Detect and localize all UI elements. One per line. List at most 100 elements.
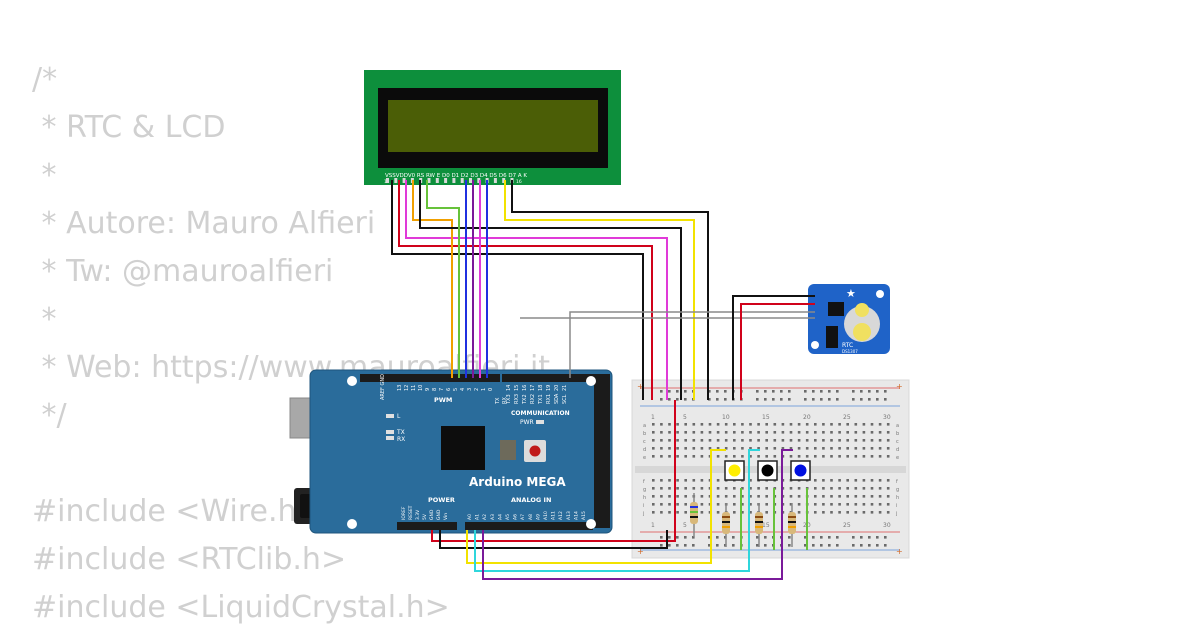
breadboard-hole bbox=[676, 423, 679, 426]
code-line: * bbox=[32, 302, 57, 337]
breadboard-hole bbox=[765, 431, 768, 434]
breadboard-rail-hole bbox=[660, 398, 663, 401]
mount-hole bbox=[586, 376, 596, 386]
row-letter: i bbox=[896, 503, 897, 509]
breadboard-hole bbox=[789, 495, 793, 498]
breadboard-hole bbox=[878, 431, 882, 434]
breadboard-hole bbox=[668, 423, 671, 426]
breadboard-rail-hole bbox=[788, 536, 791, 539]
breadboard-rail-hole bbox=[788, 390, 791, 393]
breadboard-hole bbox=[733, 447, 736, 450]
breadboard-hole bbox=[862, 431, 866, 434]
breadboard-hole bbox=[749, 495, 752, 498]
pin-label: A4 bbox=[497, 514, 503, 520]
breadboard-hole bbox=[700, 495, 704, 498]
breadboard-hole bbox=[684, 503, 687, 506]
breadboard-hole bbox=[733, 503, 736, 506]
breadboard-rail-hole bbox=[820, 536, 823, 539]
breadboard-hole bbox=[838, 455, 841, 458]
breadboard-rail-hole bbox=[860, 398, 863, 401]
pwm-label: PWM bbox=[434, 396, 452, 404]
row-letter: a bbox=[643, 423, 646, 429]
breadboard-rail-hole bbox=[836, 536, 839, 539]
pin-label: RX bbox=[502, 397, 508, 404]
breadboard-hole bbox=[716, 447, 720, 450]
breadboard-hole bbox=[838, 487, 841, 490]
breadboard-hole bbox=[830, 487, 833, 490]
pin-label: A0 bbox=[467, 514, 473, 520]
resistor-band bbox=[755, 521, 763, 523]
wire-black bbox=[391, 180, 644, 400]
pin-label: RX1 bbox=[546, 394, 552, 404]
breadboard-hole bbox=[676, 495, 679, 498]
row-letter: i bbox=[643, 503, 644, 509]
breadboard-hole bbox=[870, 447, 874, 450]
breadboard-rail-hole bbox=[884, 544, 887, 547]
breadboard-hole bbox=[870, 455, 874, 458]
breadboard-rail-hole bbox=[708, 544, 711, 547]
breadboard-rail-hole bbox=[708, 398, 711, 401]
led-pwr bbox=[536, 420, 544, 424]
breadboard-rail-hole bbox=[836, 544, 839, 547]
lcd-pin bbox=[435, 178, 439, 183]
breadboard-hole bbox=[700, 455, 704, 458]
breadboard-rail-hole bbox=[828, 544, 831, 547]
breadboard-hole bbox=[660, 447, 663, 450]
breadboard-hole bbox=[846, 423, 849, 426]
lcd-pin-first: 1 bbox=[384, 179, 387, 185]
breadboard-rail-hole bbox=[772, 398, 775, 401]
led-tx bbox=[386, 430, 394, 434]
col-number: 1 bbox=[651, 414, 655, 421]
pin-label: A8 bbox=[528, 514, 534, 520]
breadboard-rail-hole bbox=[820, 398, 823, 401]
breadboard-hole bbox=[773, 423, 777, 426]
power-header bbox=[397, 522, 457, 530]
breadboard-hole bbox=[660, 423, 663, 426]
breadboard-hole bbox=[660, 455, 663, 458]
breadboard-rail-hole bbox=[756, 536, 759, 539]
breadboard-hole bbox=[862, 455, 866, 458]
breadboard-rail-hole bbox=[668, 536, 671, 539]
breadboard-hole bbox=[830, 439, 833, 442]
breadboard-hole bbox=[692, 487, 696, 490]
breadboard-hole bbox=[789, 487, 793, 490]
pin-label: 3.3V bbox=[415, 509, 421, 520]
breadboard-hole bbox=[757, 495, 760, 498]
wire-cyan bbox=[474, 449, 760, 572]
breadboard-hole bbox=[700, 503, 704, 506]
breadboard-hole bbox=[822, 487, 825, 490]
breadboard-hole bbox=[805, 423, 809, 426]
breadboard-hole bbox=[692, 439, 696, 442]
rtc-chip bbox=[828, 302, 844, 316]
lcd-module: VSSVDDV0 RS RW E D0 D1 D2 D3 D4 D5 D6 D7… bbox=[364, 70, 621, 185]
led-l-label: L bbox=[397, 413, 401, 420]
breadboard-rail-hole bbox=[732, 536, 735, 539]
row-letter: c bbox=[896, 439, 899, 445]
breadboard-hole bbox=[846, 479, 849, 482]
breadboard-hole bbox=[886, 511, 890, 514]
breadboard-hole bbox=[822, 503, 825, 506]
breadboard-hole bbox=[862, 511, 866, 514]
pin-label: 2 bbox=[474, 388, 480, 391]
breadboard-hole bbox=[708, 439, 712, 442]
row-letter: e bbox=[896, 455, 899, 461]
lcd-pin-labels: VSSVDDV0 RS RW E D0 D1 D2 D3 D4 D5 D6 D7… bbox=[385, 173, 527, 179]
lcd-pin bbox=[386, 178, 389, 183]
breadboard-rail-hole bbox=[812, 536, 815, 539]
pin-label: 21 bbox=[562, 385, 568, 391]
breadboard-hole bbox=[716, 495, 720, 498]
breadboard-hole bbox=[822, 439, 825, 442]
breadboard-hole bbox=[765, 487, 768, 490]
breadboard-hole bbox=[700, 447, 704, 450]
breadboard-rail-hole bbox=[884, 398, 887, 401]
breadboard-rail-hole bbox=[764, 544, 767, 547]
pin-label: GND bbox=[429, 509, 435, 520]
breadboard-hole bbox=[773, 439, 777, 442]
breadboard-hole bbox=[741, 495, 744, 498]
pin-label: 10 bbox=[418, 385, 424, 391]
wire-black bbox=[511, 180, 709, 400]
wire-orange bbox=[412, 180, 453, 378]
breadboard-hole bbox=[749, 439, 752, 442]
breadboard-col-numbers-top: 1 5 10 15 20 25 30 bbox=[651, 414, 891, 421]
breadboard-hole bbox=[886, 431, 890, 434]
